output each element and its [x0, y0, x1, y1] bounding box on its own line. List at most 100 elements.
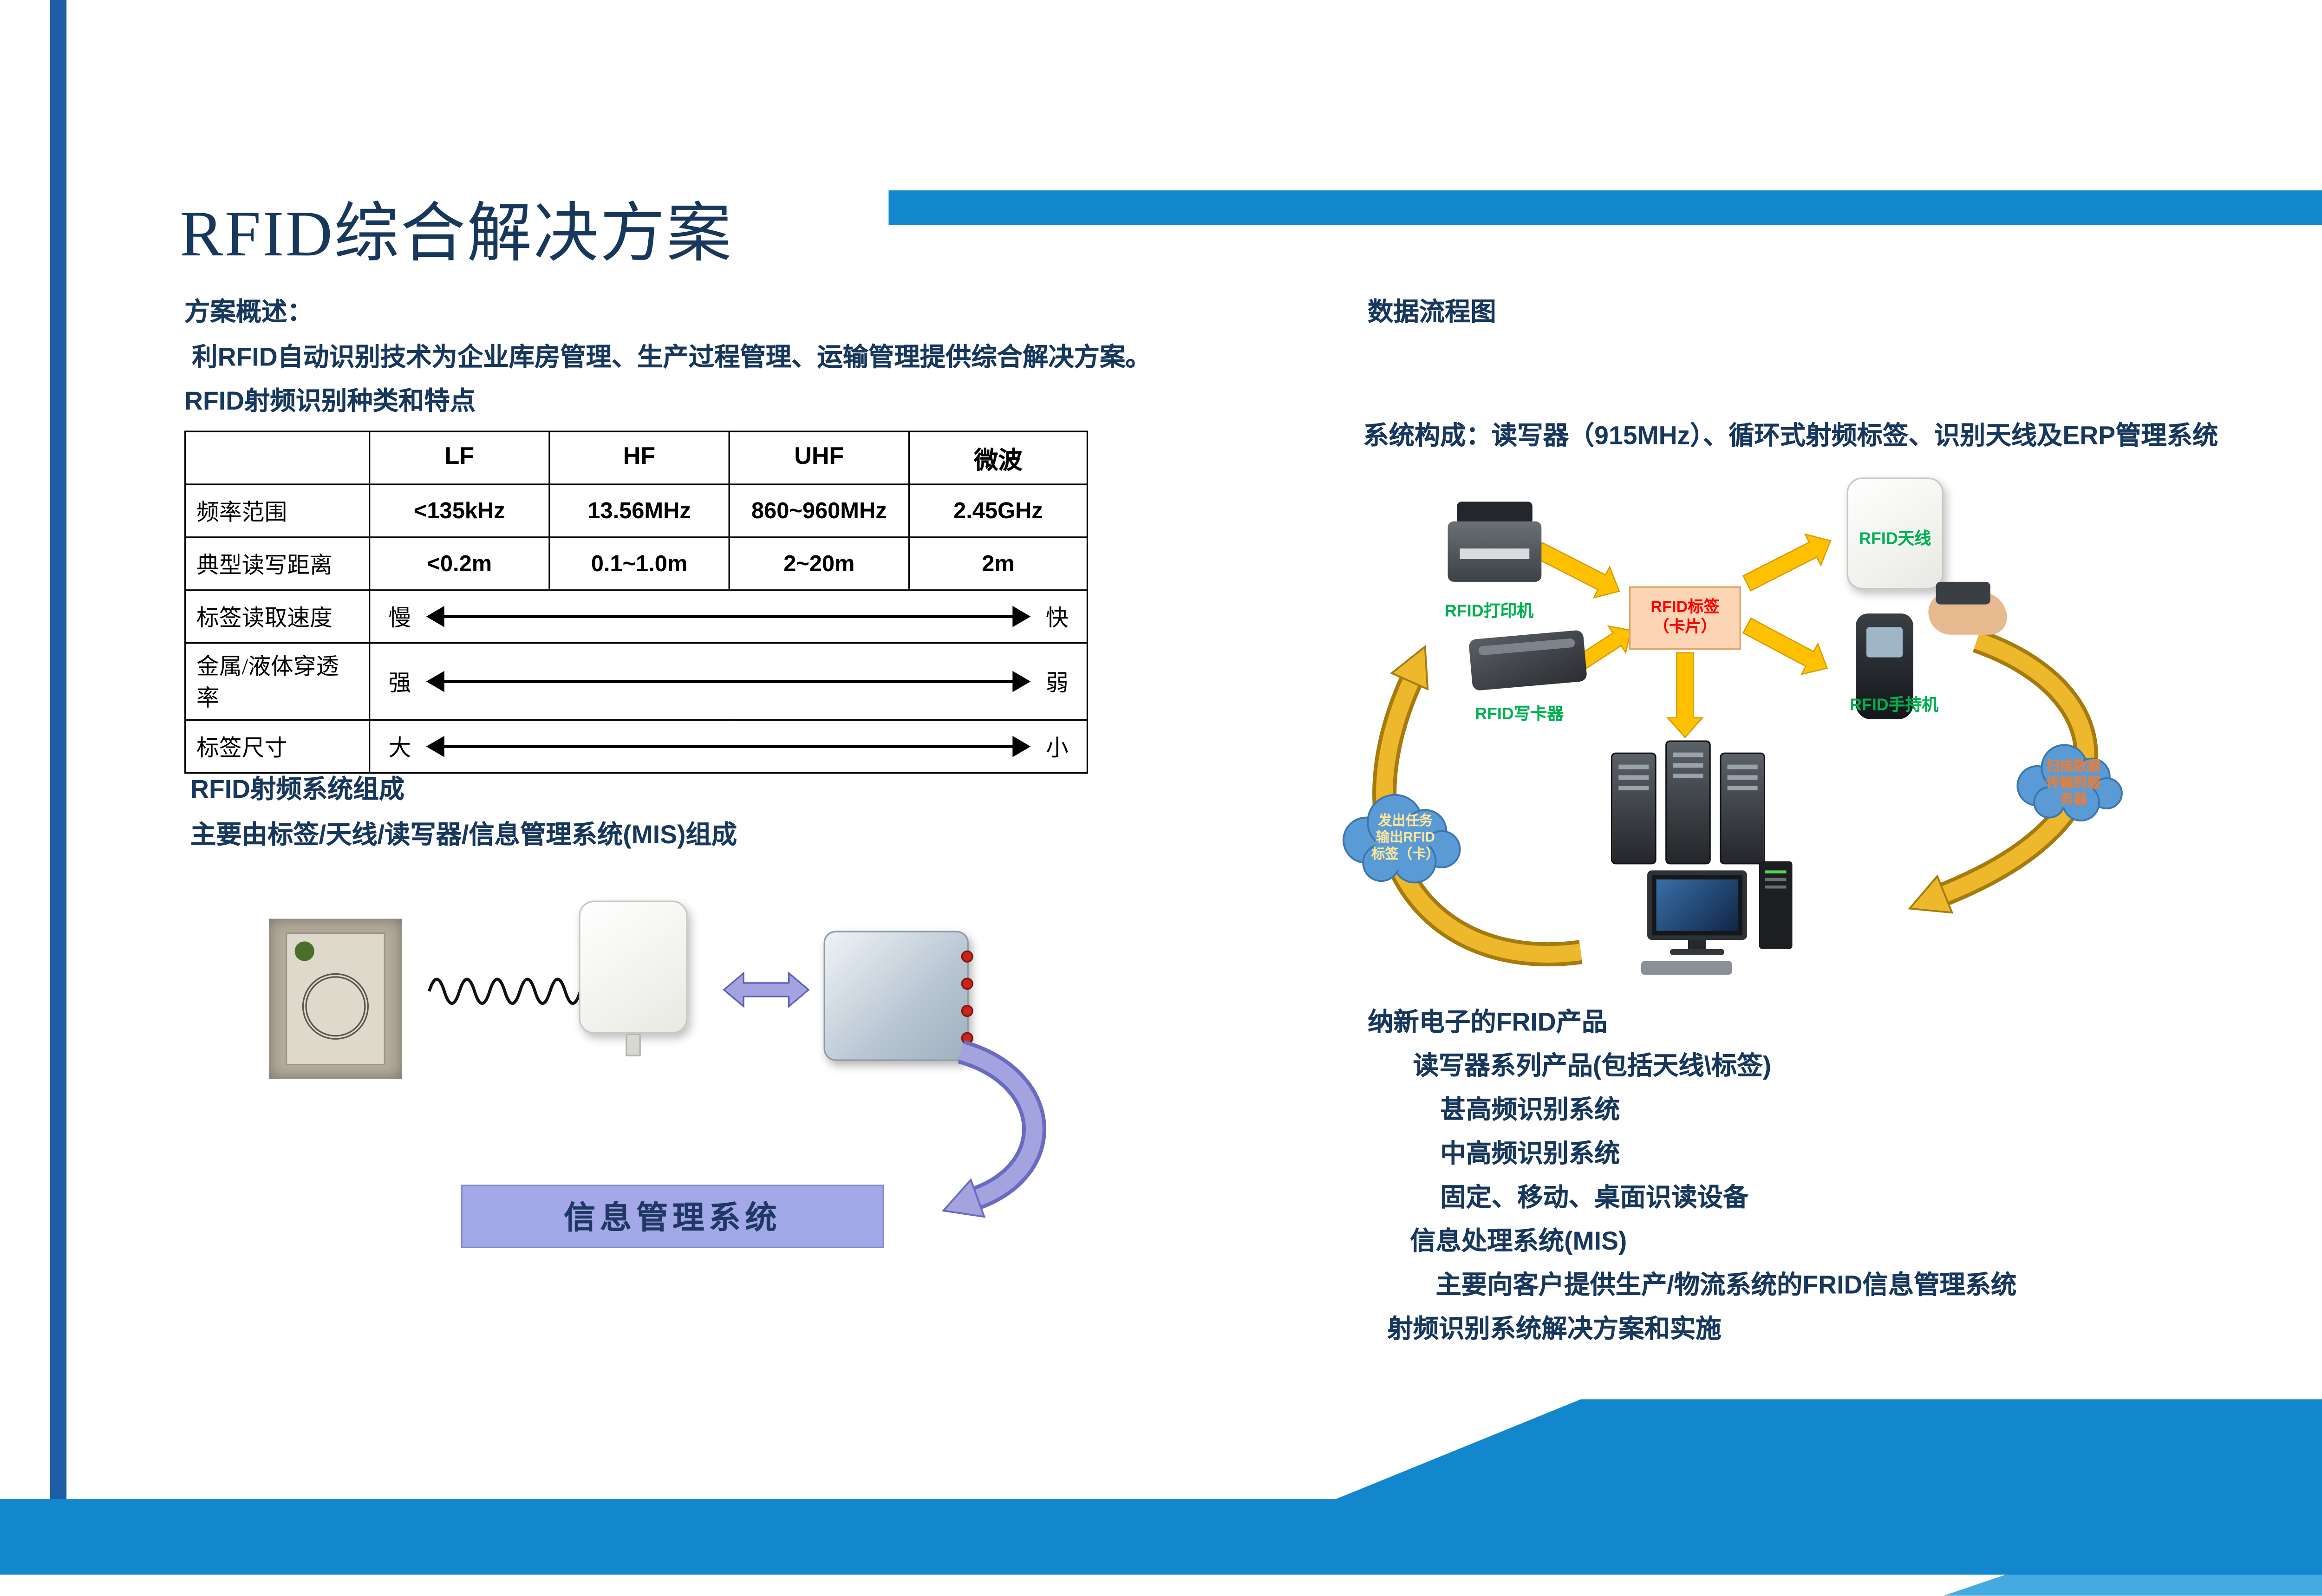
arrow-tag-to-handheld	[1742, 617, 1828, 676]
left-right-arrow-icon	[723, 971, 810, 1008]
arrow-printer-to-tag	[1533, 541, 1620, 599]
cloud-left-shape	[1343, 794, 1461, 884]
keyboard-image	[1641, 961, 1732, 975]
bottom-main-band	[0, 1399, 2322, 1575]
double-headed-arrow	[426, 606, 1031, 627]
product-line: 纳新电子的FRID产品	[1368, 1008, 1608, 1037]
table-header-cell: 微波	[908, 430, 1089, 485]
rfid-handheld-image	[1856, 613, 1913, 719]
table-title: RFID射频识别种类和特点	[184, 387, 476, 416]
printer-label: RFID打印机	[1445, 603, 1533, 621]
table-row: 标签尺寸 大 小	[184, 719, 1089, 774]
table-row: 频率范围 <135kHz 13.56MHz 860~960MHz 2.45GHz	[184, 483, 1089, 538]
table-row: 典型读写距离 <0.2m 0.1~1.0m 2~20m 2m	[184, 536, 1089, 591]
handheld-screen	[1866, 627, 1903, 658]
server-tower-image	[1665, 740, 1711, 865]
writer-label: RFID写卡器	[1475, 705, 1564, 724]
server-tower-image	[1611, 752, 1657, 865]
scale-right-label: 弱	[1045, 671, 1069, 696]
arrow-tag-to-server	[1666, 652, 1704, 739]
value-cell: 2m	[908, 536, 1089, 591]
table-header-row: LF HF UHF 微波	[184, 430, 1089, 485]
row-label: 典型读写距离	[184, 536, 371, 591]
printer-paper-slot	[1460, 548, 1530, 560]
product-line: 中高频识别系统	[1440, 1139, 1620, 1168]
antenna-label: RFID天线	[1859, 530, 1931, 549]
scale-left-label: 大	[388, 736, 411, 761]
server-tower-image	[1720, 752, 1765, 865]
value-cell: 2~20m	[728, 536, 910, 591]
monitor-screen	[1656, 879, 1738, 931]
overview-text: 利RFID自动识别技术为企业库房管理、生产过程管理、运输管理提供综合解决方案。	[192, 343, 1151, 372]
mis-box: 信息管理系统	[461, 1185, 884, 1248]
antenna-stem	[626, 1033, 641, 1056]
handheld-label: RFID手持机	[1850, 697, 1939, 715]
card-icon	[1936, 581, 1990, 605]
cloud-left-line: 标签（卡）	[1371, 846, 1440, 861]
composition-text: 系统构成：读写器（915MHz）、循环式射频标签、识别天线及ERP管理系统	[1363, 421, 2218, 450]
product-line: 读写器系列产品(包括天线\标签)	[1413, 1051, 1772, 1081]
cloud-left-text: 发出任务 输出RFID 标签（卡）	[1348, 813, 1463, 863]
cloud-right-line: 扫描数据	[2046, 758, 2101, 774]
table-header-cell: LF	[369, 430, 550, 485]
antenna-port-icon	[961, 950, 973, 963]
product-line: 甚高频识别系统	[1440, 1095, 1620, 1125]
bottom-band	[0, 1399, 2322, 1596]
antenna-port-icon	[961, 977, 973, 990]
cloud-right-line: 务器	[2060, 792, 2087, 807]
radio-wave-icon	[428, 977, 582, 1005]
arrow-tag-to-antenna	[1742, 533, 1832, 592]
product-line: 固定、移动、桌面识读设备	[1440, 1183, 1749, 1212]
cloud-left-line: 输出RFID	[1376, 829, 1435, 845]
arrow-writer-to-tag	[1572, 625, 1632, 672]
table-header-cell: HF	[548, 430, 730, 485]
value-cell: 13.56MHz	[548, 483, 730, 538]
table-row: 标签读取速度 慢 快	[184, 589, 1089, 644]
product-list: 纳新电子的FRID产品 读写器系列产品(包括天线\标签) 甚高频识别系统 中高频…	[1368, 1000, 2214, 1351]
scale-left-label: 强	[388, 671, 411, 696]
value-cell: 2.45GHz	[908, 483, 1089, 538]
tag-coil-icon	[302, 973, 369, 1040]
monitor-stand	[1688, 940, 1706, 951]
tag-box-label-line1: RFID标签	[1650, 598, 1720, 617]
rfid-tag-photo	[269, 919, 402, 1079]
tag-box-label-line2: （卡片）	[1653, 618, 1717, 637]
table-row: 金属/液体穿透率 强 弱	[184, 642, 1089, 721]
cloud-left-line: 发出任务	[1378, 813, 1433, 828]
value-cell: <135kHz	[369, 483, 550, 538]
product-line: 信息处理系统(MIS)	[1410, 1227, 1627, 1256]
cloud-right-shape	[2016, 744, 2123, 821]
scale-cell: 强 弱	[369, 642, 1089, 721]
left-accent-bar	[50, 0, 67, 1542]
antenna-panel-image	[579, 900, 688, 1034]
double-headed-arrow	[426, 671, 1031, 692]
row-label: 频率范围	[184, 483, 371, 538]
scale-cell: 大 小	[369, 719, 1089, 774]
value-cell: 0.1~1.0m	[548, 536, 730, 591]
table-header-cell	[184, 430, 371, 485]
data-flow-diagram: RFID打印机 RFID写卡器 RFID标签 （卡片） RFID天线 RFID手…	[1327, 465, 2181, 1002]
rfid-writer-image	[1468, 630, 1588, 691]
rfid-antenna-image	[1846, 477, 1944, 590]
tag-logo-icon	[294, 941, 314, 961]
scale-cell: 慢 快	[369, 589, 1089, 644]
cloud-right-line: 传输到服	[2046, 775, 2101, 790]
hand-with-card-image	[1928, 581, 2007, 635]
rfid-reader-image	[823, 931, 973, 1061]
value-cell: 860~960MHz	[728, 483, 910, 538]
top-accent-bar	[888, 190, 2322, 225]
antenna-port-icon	[961, 1005, 973, 1017]
product-line: 射频识别系统解决方案和实施	[1387, 1315, 1722, 1343]
mis-box-label: 信息管理系统	[563, 1199, 782, 1236]
system-title: RFID射频系统组成	[190, 775, 405, 804]
flow-title: 数据流程图	[1368, 298, 1496, 326]
double-headed-arrow	[426, 736, 1031, 757]
row-label: 金属/液体穿透率	[184, 642, 371, 721]
monitor-base	[1670, 949, 1725, 955]
row-label: 标签尺寸	[184, 719, 371, 774]
curved-arrow-right-head	[1908, 874, 1954, 914]
system-text: 主要由标签/天线/读写器/信息管理系统(MIS)组成	[190, 821, 737, 849]
scale-left-label: 慢	[388, 606, 411, 631]
